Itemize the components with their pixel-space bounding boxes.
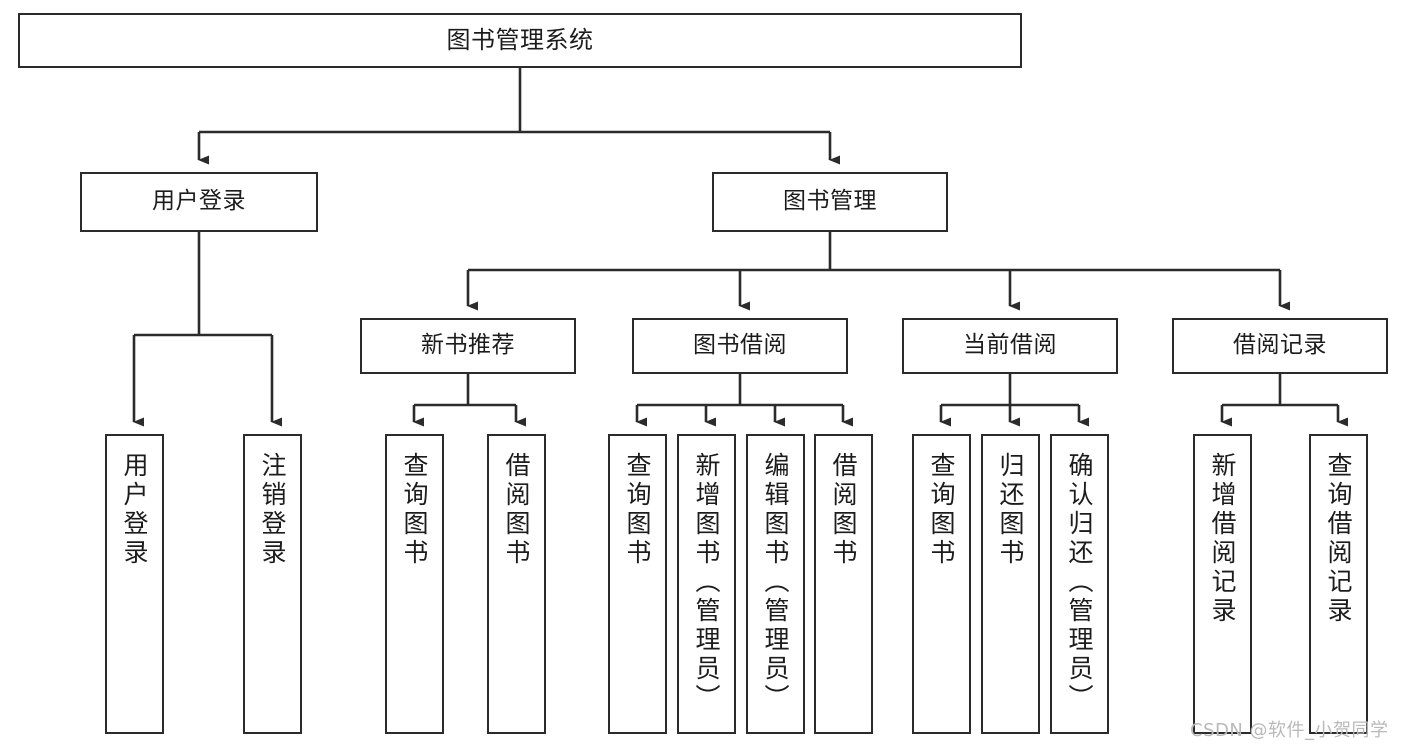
node-user-login-label: 用户登录 [152, 188, 246, 215]
node-borrow-record-label: 借阅记录 [1233, 332, 1327, 359]
node-borrow-record[interactable]: 借阅记录 [1172, 318, 1388, 374]
node-leaf-query-book-current-label: 查询图书 [927, 452, 956, 568]
node-leaf-query-book-current[interactable]: 查询图书 [912, 434, 971, 734]
node-root-label: 图书管理系统 [446, 26, 594, 55]
node-user-login[interactable]: 用户登录 [80, 172, 318, 232]
node-leaf-query-borrow-record-label: 查询借阅记录 [1324, 452, 1353, 626]
node-root[interactable]: 图书管理系统 [18, 13, 1022, 68]
node-leaf-add-book-admin-label: 新增图书（管理员） [692, 452, 721, 713]
node-leaf-logout-label: 注销登录 [258, 452, 287, 568]
node-leaf-borrow-book-rec-label: 借阅图书 [502, 452, 531, 568]
node-new-book-recommend[interactable]: 新书推荐 [360, 318, 576, 374]
node-leaf-edit-book-admin[interactable]: 编辑图书（管理员） [746, 434, 805, 734]
node-leaf-query-borrow-record[interactable]: 查询借阅记录 [1309, 434, 1368, 734]
node-leaf-add-book-admin[interactable]: 新增图书（管理员） [677, 434, 736, 734]
node-leaf-confirm-return-admin[interactable]: 确认归还（管理员） [1050, 434, 1109, 734]
node-current-borrow-label: 当前借阅 [963, 332, 1057, 359]
node-book-borrow-label: 图书借阅 [693, 332, 787, 359]
node-leaf-query-book-borrow[interactable]: 查询图书 [608, 434, 667, 734]
node-new-book-recommend-label: 新书推荐 [421, 332, 515, 359]
node-leaf-confirm-return-admin-label: 确认归还（管理员） [1065, 452, 1094, 713]
node-leaf-add-borrow-record[interactable]: 新增借阅记录 [1193, 434, 1252, 734]
node-leaf-return-book-label: 归还图书 [996, 452, 1025, 568]
node-leaf-add-borrow-record-label: 新增借阅记录 [1208, 452, 1237, 626]
node-book-borrow[interactable]: 图书借阅 [632, 318, 848, 374]
node-leaf-user-login-label: 用户登录 [120, 452, 149, 568]
node-leaf-return-book[interactable]: 归还图书 [981, 434, 1040, 734]
node-leaf-edit-book-admin-label: 编辑图书（管理员） [761, 452, 790, 713]
node-leaf-user-login[interactable]: 用户登录 [105, 434, 164, 734]
node-leaf-query-book-borrow-label: 查询图书 [623, 452, 652, 568]
node-leaf-borrow-book[interactable]: 借阅图书 [814, 434, 873, 734]
node-book-management-label: 图书管理 [783, 188, 877, 215]
csdn-watermark: CSDN @软件_小贺同学 [1190, 720, 1389, 741]
node-current-borrow[interactable]: 当前借阅 [902, 318, 1118, 374]
node-leaf-query-book-rec-label: 查询图书 [400, 452, 429, 568]
node-leaf-query-book-rec[interactable]: 查询图书 [385, 434, 444, 734]
node-leaf-borrow-book-rec[interactable]: 借阅图书 [487, 434, 546, 734]
node-book-management[interactable]: 图书管理 [712, 172, 948, 232]
node-leaf-logout[interactable]: 注销登录 [243, 434, 302, 734]
node-leaf-borrow-book-label: 借阅图书 [829, 452, 858, 568]
